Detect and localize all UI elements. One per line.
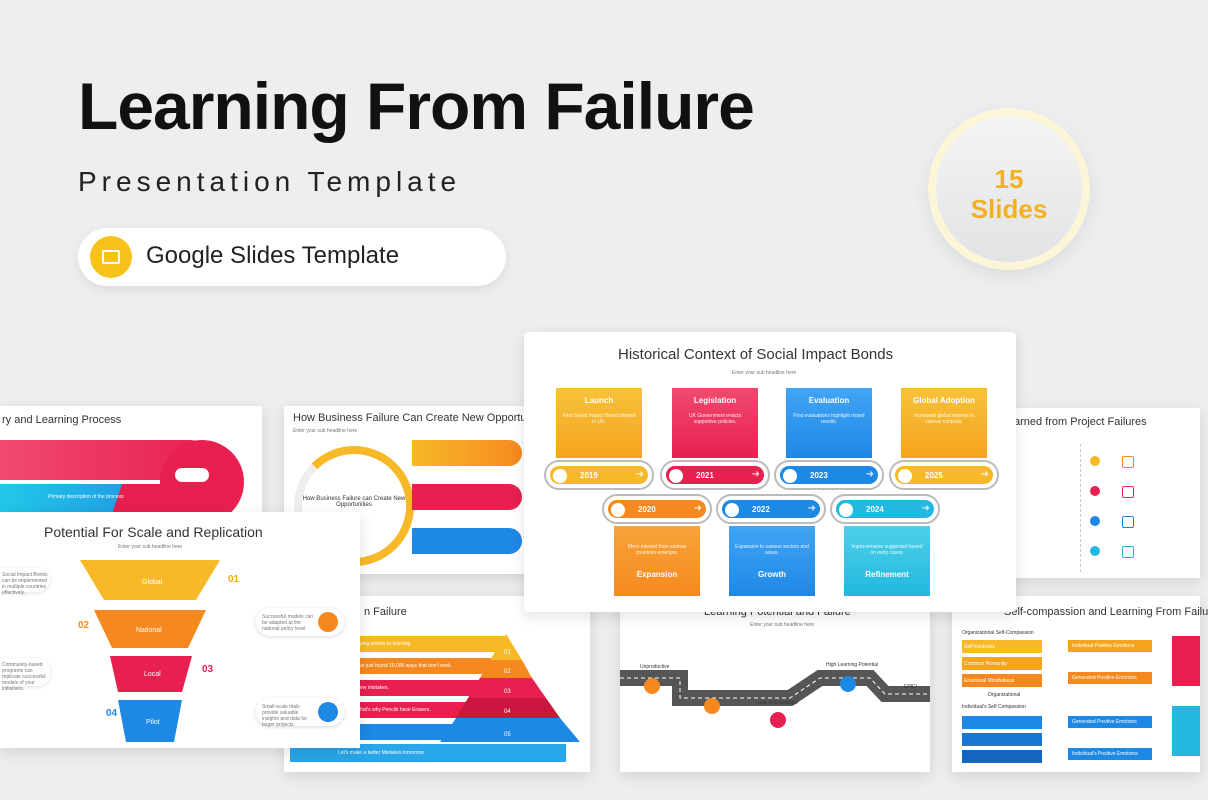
svg-text:05: 05 xyxy=(504,732,511,738)
slide-thumb-main: Historical Context of Social Impact Bond… xyxy=(524,332,1016,612)
svg-text:Global: Global xyxy=(142,579,163,586)
slides-count-badge: 15 Slides xyxy=(928,108,1090,270)
slide-thumb-project: arned from Project Failures xyxy=(1010,408,1200,578)
svg-text:03: 03 xyxy=(504,689,511,695)
svg-text:National: National xyxy=(136,627,162,634)
page-title: Learning From Failure xyxy=(78,69,755,143)
slide-thumb-scale: Potential For Scale and Replication Ente… xyxy=(0,512,360,748)
svg-text:01: 01 xyxy=(504,650,511,656)
page-subtitle: Presentation Template xyxy=(78,166,462,197)
badge-number: 15 xyxy=(994,164,1024,194)
slide-thumb-self-compassion: Self-compassion and Learning From Failu … xyxy=(952,596,1208,772)
slide-thumb-road: Learning Potential and Failure Enter you… xyxy=(620,596,930,772)
google-slides-icon xyxy=(90,236,132,278)
road-graphic xyxy=(620,670,930,728)
svg-text:Pilot: Pilot xyxy=(146,719,160,726)
slide-title: ry and Learning Process xyxy=(2,414,122,426)
pyramid-graphic: 01 02 03 04 05 xyxy=(440,634,580,742)
funnel-graphic: Global National Local Pilot xyxy=(80,560,220,742)
svg-text:02: 02 xyxy=(504,669,511,675)
svg-text:Local: Local xyxy=(144,671,161,678)
svg-text:04: 04 xyxy=(504,709,511,715)
badge-label: Slides xyxy=(970,194,1048,224)
slide-title: Historical Context of Social Impact Bond… xyxy=(618,346,894,363)
platform-pill: Google Slides Template xyxy=(78,228,506,286)
slide-title: How Business Failure Can Create New Oppo… xyxy=(293,412,536,424)
slide-thumb-recovery: ry and Learning Process Primary descript… xyxy=(0,406,262,536)
platform-label: Google Slides Template xyxy=(146,242,400,269)
